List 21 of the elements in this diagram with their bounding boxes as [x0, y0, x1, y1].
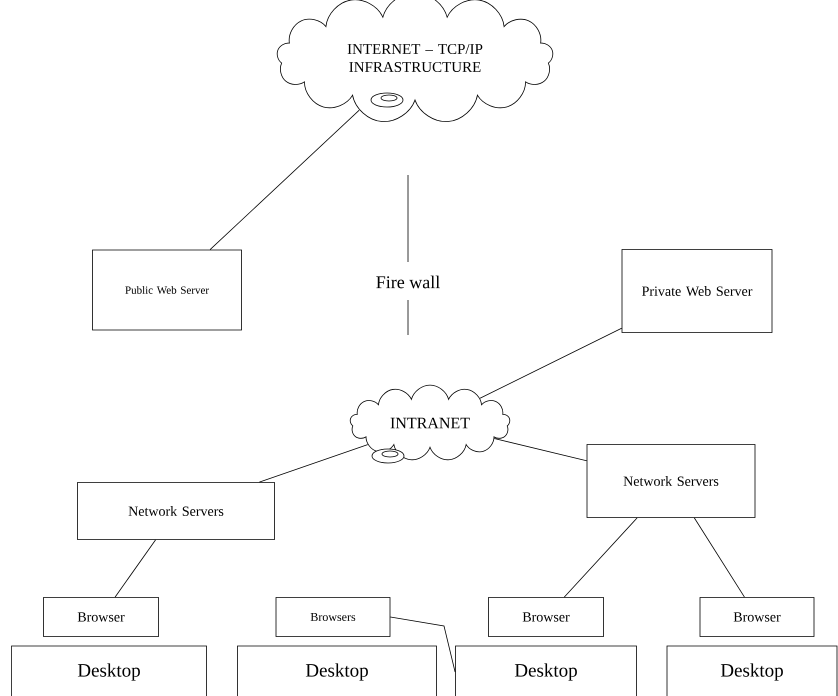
server-box: Private Web Server: [622, 249, 772, 333]
desktop-box: Desktop: [237, 646, 437, 696]
server-box: Public Web Server: [92, 250, 242, 330]
desktop-box: Desktop: [455, 646, 637, 696]
connector-line: [114, 540, 156, 598]
desktop-box: Desktop: [11, 646, 207, 696]
server-box: Network Servers: [77, 482, 275, 540]
connector-line: [258, 444, 368, 482]
browser-box: Browser: [488, 597, 604, 637]
connector-line: [694, 518, 745, 598]
browser-box: Browsers: [276, 597, 390, 637]
connector-line: [210, 110, 360, 250]
desktop-box: Desktop: [666, 646, 838, 696]
connector-line: [390, 616, 456, 672]
server-box: Network Servers: [586, 444, 756, 518]
browser-box: Browser: [700, 597, 814, 637]
connector-line: [494, 438, 587, 462]
connector-line: [564, 518, 638, 598]
browser-box: Browser: [43, 597, 159, 637]
connector-line: [480, 328, 622, 399]
firewall-label: Fire wall: [376, 276, 440, 288]
